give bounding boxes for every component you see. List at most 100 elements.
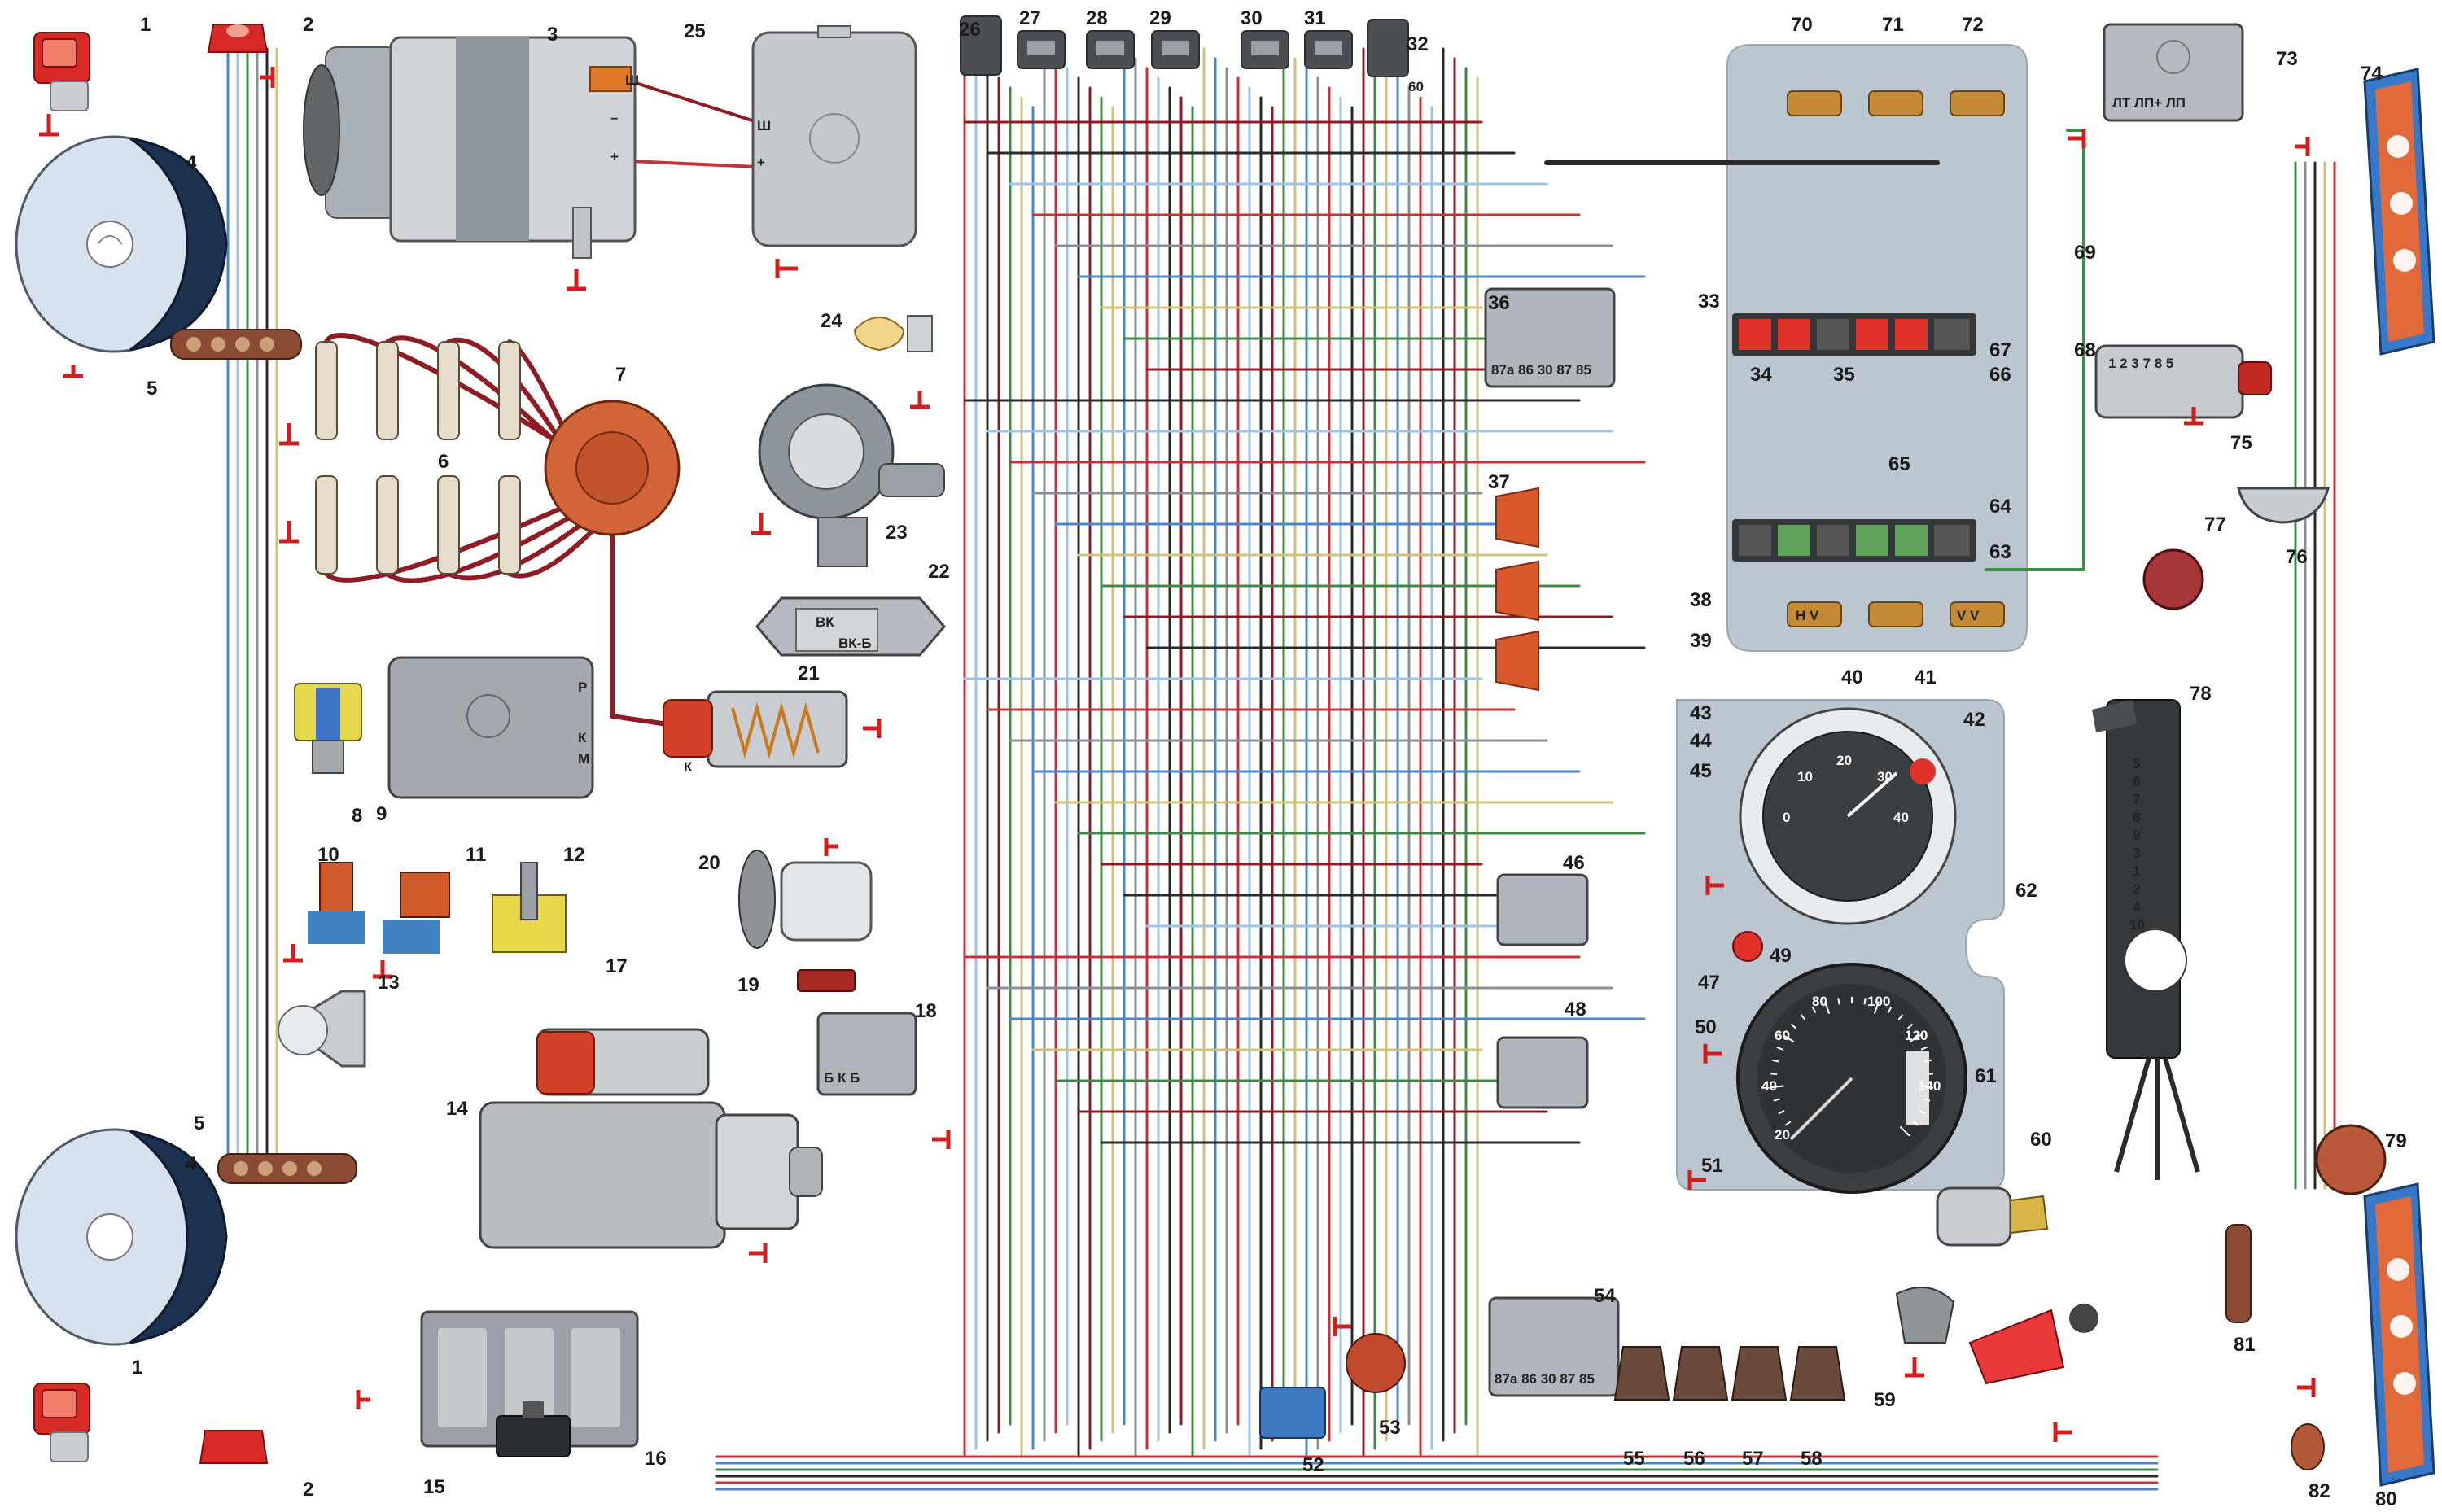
speedometer-tick <box>1770 1085 1784 1089</box>
label-64: 64 <box>1989 496 2011 518</box>
brake-light-switch <box>496 1401 571 1457</box>
terminal-block-top <box>170 329 302 360</box>
label-49: 49 <box>1770 945 1792 967</box>
ignition-lock <box>1936 1186 2049 1247</box>
sender-56 <box>1672 1346 1729 1401</box>
spark-plug-row-top <box>315 341 521 440</box>
label-5-top: 5 <box>147 378 157 400</box>
label-75: 75 <box>2230 432 2252 454</box>
label-41: 41 <box>1915 666 1937 688</box>
front-side-lamp-left <box>33 32 90 111</box>
combination-gauge: 0 10 20 30 40 <box>1739 707 1957 925</box>
label-80: 80 <box>2375 1488 2397 1510</box>
label-25: 25 <box>684 20 706 42</box>
speedometer-tick <box>1784 1121 1792 1126</box>
spark-plug-row-bottom <box>315 475 521 575</box>
fuse-box-pins: 1 2 3 7 8 5 <box>2108 356 2173 371</box>
side-repeater-lamp-top <box>207 24 269 53</box>
rocker-switch-41: V V <box>1950 601 2005 627</box>
coolant-temperature-sensor <box>308 862 365 944</box>
label-72: 72 <box>1962 14 1984 36</box>
headlamp-bottom <box>15 1128 228 1346</box>
rear-terminal-block <box>2225 1224 2252 1323</box>
interior-lamp <box>2237 487 2330 524</box>
speedometer-tick <box>1824 1001 1831 1015</box>
relay36-pins: 87а 86 30 87 85 <box>1491 362 1591 378</box>
label-46: 46 <box>1563 852 1585 874</box>
oil-pressure-sensor <box>294 683 362 774</box>
relay-26 <box>960 15 1002 76</box>
label-42: 42 <box>1963 709 1985 731</box>
label-62: 62 <box>2015 880 2037 902</box>
sensor-52 <box>1259 1387 1326 1439</box>
label-28: 28 <box>1086 7 1108 29</box>
gauge-mark-3: 30 <box>1877 769 1893 784</box>
warning-lamp-stack <box>1495 487 1539 692</box>
speedometer-tick <box>1778 1110 1785 1115</box>
horn <box>278 990 366 1068</box>
steering-pos-7: 1 <box>2133 863 2140 879</box>
rocker-switch-70 <box>1787 90 1842 116</box>
label-66: 66 <box>1989 364 2011 386</box>
relay-36: 87а 86 30 87 85 <box>1484 287 1616 388</box>
washer-pedal-switch <box>1895 1287 2098 1385</box>
label-47: 47 <box>1698 972 1720 994</box>
label-10: 10 <box>317 844 339 866</box>
label-70: 70 <box>1791 14 1813 36</box>
ballast-resistor: ВК ВК-Б <box>755 596 946 657</box>
label-23: 23 <box>886 522 908 544</box>
front-side-lamp-bottom <box>33 1383 90 1462</box>
label-4-top: 4 <box>186 152 197 174</box>
label-14: 14 <box>446 1098 468 1120</box>
rocker-switch-39: H V <box>1787 601 1842 627</box>
label-67: 67 <box>1989 339 2011 361</box>
switch-27 <box>1017 30 1066 69</box>
label-39: 39 <box>1690 630 1712 652</box>
label-54: 54 <box>1594 1285 1616 1307</box>
label-50: 50 <box>1695 1016 1717 1038</box>
relay54-pins: 87а 86 30 87 85 <box>1495 1371 1595 1387</box>
label-76: 76 <box>2286 546 2308 568</box>
label-2-top: 2 <box>303 14 313 36</box>
label-6: 6 <box>438 451 449 473</box>
label-55: 55 <box>1623 1448 1645 1470</box>
label-32: 32 <box>1407 33 1429 55</box>
steering-pos-4: 8 <box>2133 810 2140 825</box>
light-switch-unit: ЛТ ЛП+ ЛП <box>2103 23 2244 122</box>
label-17: 17 <box>606 955 628 977</box>
label-12: 12 <box>563 844 585 866</box>
speedometer-tick <box>1873 1001 1880 1015</box>
label-53: 53 <box>1379 1417 1401 1439</box>
label-34: 34 <box>1750 364 1772 386</box>
plate-lamp <box>2291 1423 2325 1470</box>
label-19: 19 <box>737 974 759 996</box>
label-48: 48 <box>1565 999 1586 1020</box>
steering-pos-8: 2 <box>2133 881 2140 897</box>
label-13: 13 <box>378 972 400 994</box>
indicator-strip-lower <box>1732 519 1976 562</box>
warning-buzzer <box>2142 548 2204 610</box>
ht-lead <box>610 532 670 727</box>
label-63: 63 <box>1989 541 2011 563</box>
sender-58 <box>1789 1346 1846 1401</box>
starter-relay: Б К Б <box>816 1012 917 1096</box>
speedometer-tick <box>1776 1046 1783 1051</box>
voltage-regulator: Ш + <box>751 25 917 247</box>
label-68: 68 <box>2074 339 2096 361</box>
label-33: 33 <box>1698 291 1720 312</box>
speedometer-tick <box>1837 998 1840 1005</box>
speedometer: 20 40 60 80 100 120 140 <box>1736 963 1967 1194</box>
label-35: 35 <box>1833 364 1855 386</box>
speedometer-tick <box>1906 1023 1914 1029</box>
underhood-lamp <box>853 315 933 352</box>
speedometer-tick <box>1887 1006 1893 1013</box>
label-18: 18 <box>915 1000 937 1022</box>
side-repeater-lamp-bottom <box>199 1430 269 1464</box>
oil-temperature-sensor <box>383 872 450 954</box>
speedo-label-20: 20 <box>1775 1127 1790 1143</box>
speedometer-tick <box>1909 1033 1922 1043</box>
speedo-label-120: 120 <box>1905 1028 1928 1043</box>
round-connector <box>2315 1124 2387 1195</box>
label-71: 71 <box>1882 14 1904 36</box>
